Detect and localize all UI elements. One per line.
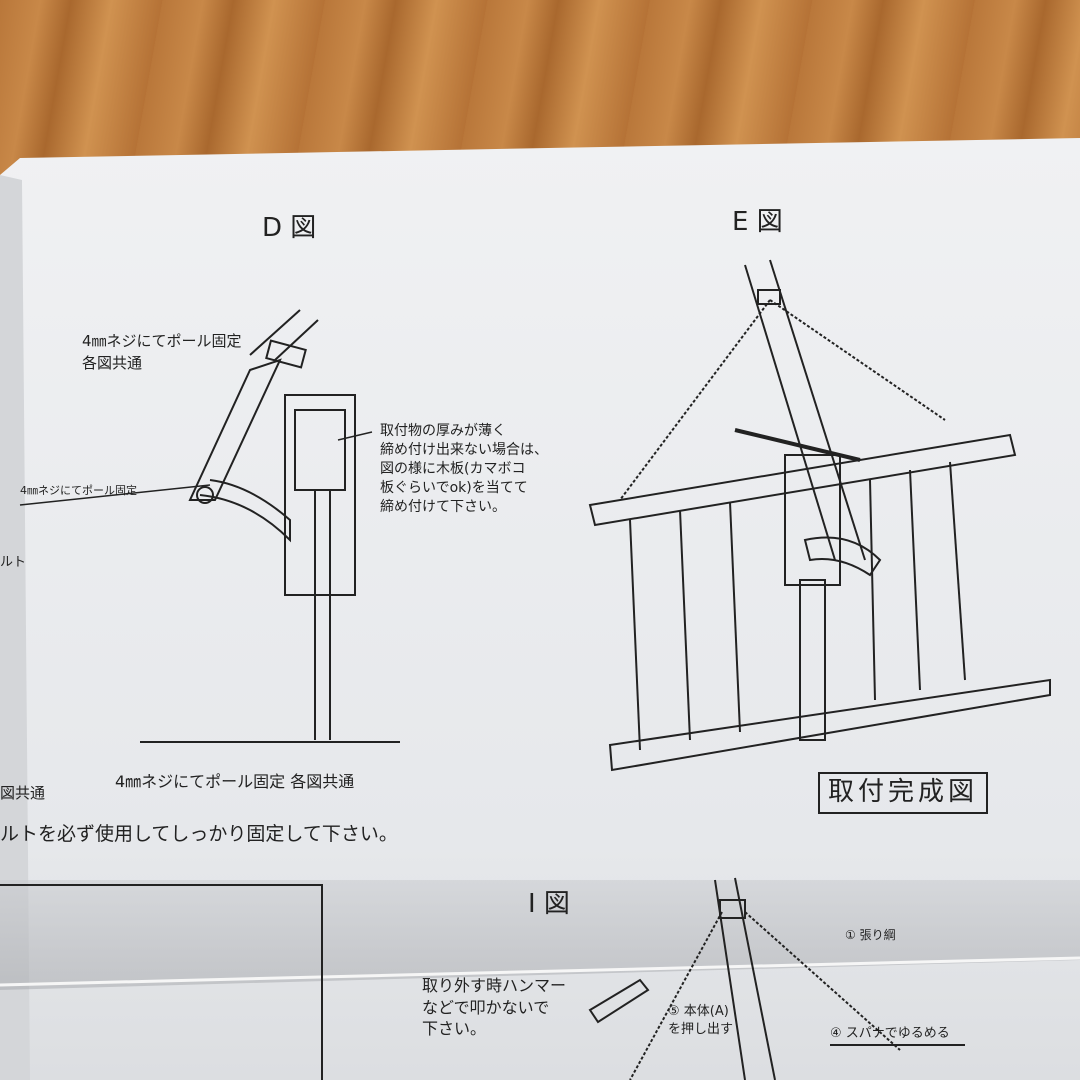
loosen-label: ④ スパナでゆるめる <box>830 1026 950 1041</box>
left-common-fragment: 図共通 <box>0 784 46 802</box>
figure-e-title: E 図 <box>732 207 783 237</box>
warning-line: ルトを必ず使用してしっかり固定して下さい。 <box>0 823 398 845</box>
completion-label: 取付完成図 <box>818 772 989 814</box>
hammer-note: 取り外す時ハンマー などで叩かないで 下さい。 <box>422 976 567 1039</box>
figure-d-caption: 4㎜ネジにてポール固定 各図共通 <box>115 772 355 791</box>
cut-left-text: ルト <box>0 555 27 570</box>
figure-i-title: I 図 <box>528 889 570 919</box>
common-label-top: 各図共通 <box>82 354 143 372</box>
guy-rope-label: ① 張り綱 <box>845 928 896 942</box>
push-body-label: ⑤ 本体(A) を押し出す <box>668 1004 734 1038</box>
thin-material-note: 取付物の厚みが薄く 締め付け出来ない場合は、 図の様に木板(カマボコ 板ぐらいで… <box>380 423 548 515</box>
screw-label-small: 4㎜ネジにてポール固定 <box>20 484 137 497</box>
figure-d-title: D 図 <box>262 213 317 243</box>
screw-label-top: 4㎜ネジにてポール固定 <box>82 332 242 350</box>
